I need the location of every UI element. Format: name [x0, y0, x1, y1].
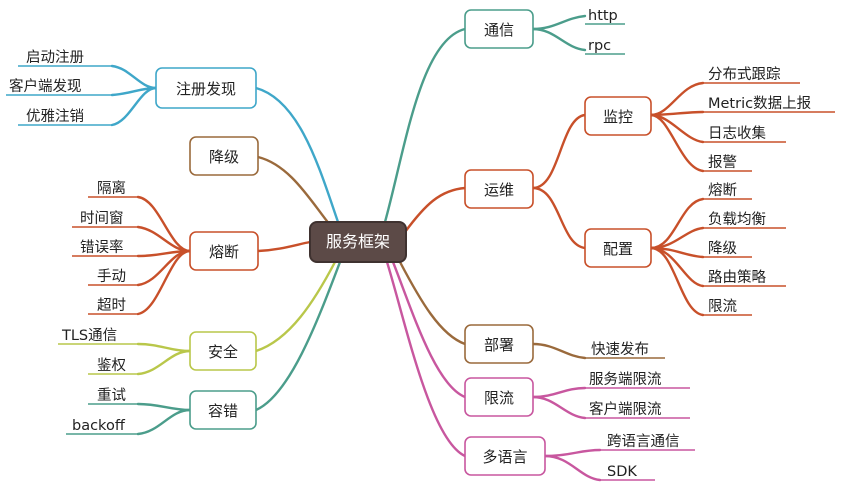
edge-multilang-2	[543, 454, 602, 482]
edge-ratelimit	[391, 260, 467, 399]
branch-security: 安全 TLS通信 鉴权	[58, 327, 257, 376]
leaf-retry: 重试	[97, 387, 126, 404]
leaf-metric-report: Metric数据上报	[708, 95, 811, 112]
node-circuit[interactable]	[189, 231, 259, 271]
edge-config-5	[649, 246, 705, 317]
leaf-timeout: 超时	[97, 297, 126, 314]
edge-ops	[403, 186, 467, 234]
node-registry-label: 注册发现	[176, 80, 236, 98]
leaf-distributed-tracing: 分布式跟踪	[708, 66, 781, 83]
edge-registry-3	[110, 86, 158, 127]
edge-ratelimit-2	[531, 395, 587, 420]
node-ops-label: 运维	[484, 181, 514, 199]
node-degrade-label: 降级	[209, 148, 239, 166]
edge-ops-config	[531, 186, 587, 250]
node-ops[interactable]	[464, 169, 534, 209]
node-monitor[interactable]	[584, 96, 652, 136]
node-communication[interactable]	[464, 9, 534, 49]
node-fault-label: 容错	[208, 402, 238, 420]
node-multilang[interactable]	[464, 436, 546, 476]
root-edges	[254, 27, 467, 458]
node-deploy[interactable]	[464, 324, 534, 364]
edge-security-1	[136, 342, 192, 353]
root-label: 服务框架	[326, 232, 390, 251]
leaf-http: http	[588, 8, 618, 24]
edge-communication	[383, 27, 467, 224]
leaf-config-circuit: 熔断	[708, 182, 737, 199]
node-config-label: 配置	[603, 240, 633, 258]
branch-degrade: 降级	[189, 136, 259, 176]
edge-degrade	[256, 155, 332, 227]
edge-monitor-1	[649, 81, 705, 117]
leaf-sdk: SDK	[607, 464, 637, 480]
edge-circuit-5	[136, 249, 192, 316]
leaf-error-rate: 错误率	[80, 239, 124, 256]
node-fault[interactable]	[189, 390, 257, 430]
branch-multilang: 多语言 跨语言通信 SDK	[464, 433, 695, 482]
node-ratelimit[interactable]	[464, 377, 534, 417]
leaf-client-discovery: 客户端发现	[9, 78, 82, 95]
branch-registry: 注册发现 启动注册 客户端发现 优雅注销	[6, 49, 257, 127]
leaf-config-degrade: 降级	[708, 240, 737, 257]
node-registry[interactable]	[155, 67, 257, 109]
node-ratelimit-label: 限流	[484, 389, 514, 407]
leaf-fast-release: 快速发布	[591, 341, 649, 358]
branch-communication: 通信 http rpc	[464, 8, 625, 55]
leaf-time-window: 时间窗	[80, 209, 124, 227]
leaf-authorization: 鉴权	[97, 357, 126, 374]
edge-deploy-1	[531, 342, 587, 360]
node-communication-label: 通信	[484, 21, 514, 39]
edge-ops-monitor	[531, 113, 587, 190]
leaf-tls: TLS通信	[61, 327, 117, 344]
edge-security	[254, 260, 337, 353]
edge-communication-http	[531, 14, 587, 31]
branch-ratelimit: 限流 服务端限流 客户端限流	[464, 371, 690, 420]
edge-deploy	[398, 260, 467, 346]
node-degrade[interactable]	[189, 136, 259, 176]
leaf-startup-register: 启动注册	[26, 49, 84, 66]
edge-multilang-1	[543, 448, 602, 458]
leaf-alerting: 报警	[708, 154, 737, 171]
leaf-manual: 手动	[97, 268, 126, 285]
leaf-server-ratelimit: 服务端限流	[589, 371, 662, 388]
node-circuit-label: 熔断	[209, 243, 239, 261]
branch-ops: 运维 监控 分布式跟踪 Metric数据上报 日志收集 报警 配置 熔断 负载均…	[464, 66, 835, 317]
leaf-rpc: rpc	[588, 38, 611, 54]
root-node[interactable]: 服务框架	[309, 221, 407, 263]
branch-deploy: 部署 快速发布	[464, 324, 665, 364]
edge-registry	[254, 86, 340, 224]
leaf-isolation: 隔离	[97, 180, 126, 197]
edge-circuit-1	[136, 195, 192, 253]
leaf-cross-language: 跨语言通信	[607, 433, 680, 450]
branch-fault: 容错 重试 backoff	[66, 387, 257, 436]
node-security-label: 安全	[208, 343, 238, 361]
node-monitor-label: 监控	[603, 108, 633, 126]
node-multilang-label: 多语言	[482, 448, 527, 466]
edge-circuit	[256, 240, 312, 253]
edge-ratelimit-1	[531, 386, 587, 399]
leaf-client-ratelimit: 客户端限流	[589, 401, 662, 418]
leaf-backoff: backoff	[72, 418, 126, 434]
root-box	[309, 221, 407, 263]
leaf-graceful-deregister: 优雅注销	[26, 108, 84, 125]
edge-multilang	[385, 260, 467, 458]
edge-monitor-4	[649, 113, 705, 173]
edge-registry-1	[110, 64, 158, 90]
leaf-config-load-balance: 负载均衡	[708, 211, 766, 228]
leaf-config-ratelimit: 限流	[708, 298, 737, 315]
edge-fault-1	[136, 402, 192, 412]
branch-circuit: 熔断 隔离 时间窗 错误率 手动 超时	[72, 180, 259, 316]
node-config[interactable]	[584, 228, 652, 268]
leaf-config-routing: 路由策略	[708, 269, 766, 286]
edge-security-2	[136, 349, 192, 376]
edge-fault	[254, 260, 342, 412]
node-deploy-label: 部署	[484, 336, 514, 354]
edge-fault-2	[136, 408, 192, 436]
node-security[interactable]	[189, 331, 257, 371]
leaf-log-collection: 日志收集	[708, 125, 766, 142]
edge-communication-rpc	[531, 27, 587, 52]
